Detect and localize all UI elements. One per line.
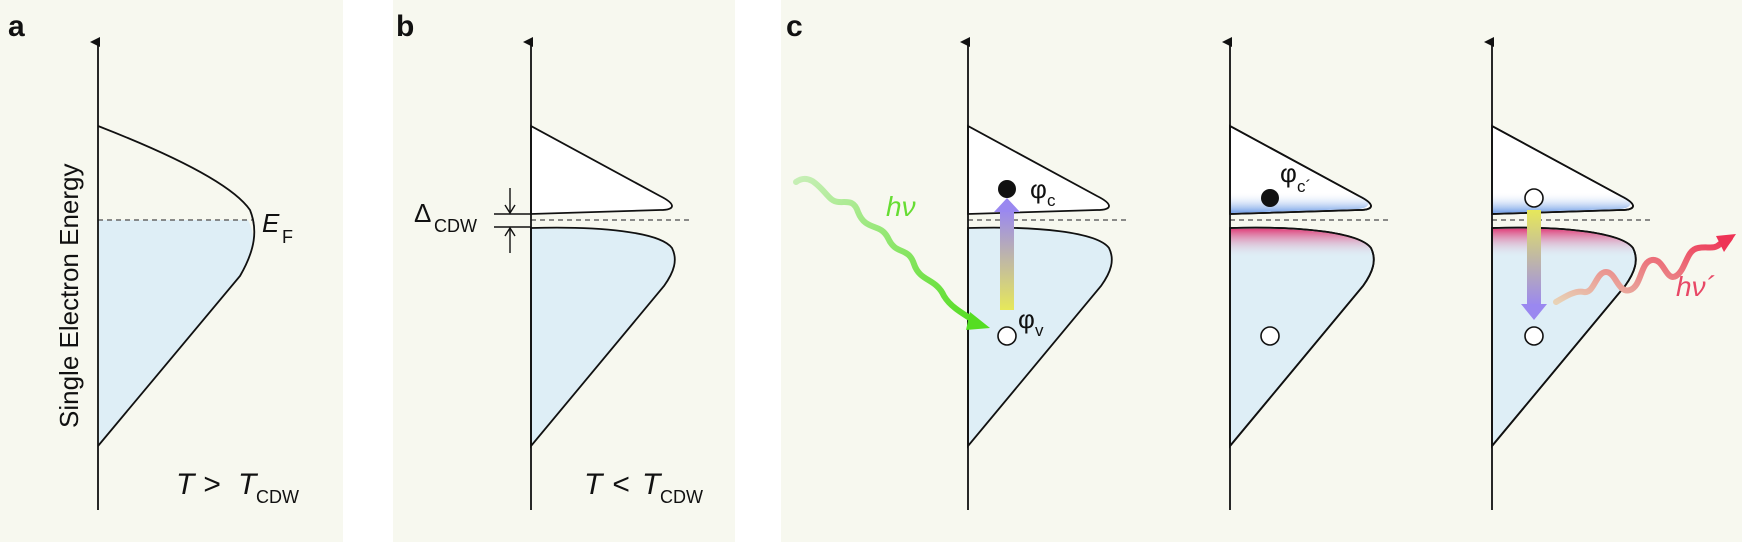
panel-b-valence-band (530, 226, 676, 449)
panel-a-condition-T: T (176, 468, 197, 501)
panel-a-ylabel: Single Electron Energy (54, 164, 84, 428)
panel-b-condition-T2: T (642, 468, 663, 501)
panel-c-stage-1: φ c φ v hν (793, 37, 1126, 510)
phi-v-sub: v (1035, 321, 1044, 340)
panel-a-condition-T2: T (238, 468, 259, 501)
gap-label-sub: CDW (434, 216, 477, 236)
panel-b-condition-T: T (584, 468, 605, 501)
incoming-photon-arrowhead (966, 312, 990, 330)
stage3-valence-outline (1491, 226, 1637, 447)
stage3-pink-band (1493, 228, 1632, 258)
recombination-arrow-shaft (1527, 210, 1541, 306)
hole-stage3-bottom (1524, 326, 1544, 346)
hole-stage2 (1260, 326, 1280, 346)
panel-a-band-curve (97, 125, 256, 447)
hole-stage3-top (1524, 188, 1544, 208)
phi-c2-sub: c´ (1297, 177, 1311, 196)
photon-out-label: hν´ (1676, 271, 1715, 302)
phi-c-label: φ (1030, 174, 1047, 204)
excitation-arrow-head (994, 198, 1020, 212)
stage3-valence-band (1491, 226, 1637, 449)
panel-b: b Δ CDW T < T CDW (396, 10, 703, 510)
panel-a-letter: a (8, 10, 25, 43)
panel-c: c φ c φ v hν (786, 10, 1736, 510)
stage2-pink-band (1231, 228, 1370, 258)
incoming-photon-wave (793, 175, 979, 325)
stage2-conduction-outline (1229, 125, 1372, 215)
panel-a-condition-op: > (195, 468, 229, 501)
excitation-arrow-shaft (1000, 210, 1014, 310)
panel-c-stage-3: hν´ (1484, 37, 1736, 510)
outgoing-photon-wave (1553, 235, 1733, 305)
phi-c-sub: c (1047, 191, 1056, 210)
outgoing-photon-arrowhead (1716, 234, 1736, 252)
electron-stage2 (1261, 189, 1279, 207)
hole-stage1 (997, 326, 1017, 346)
panel-c-stage-2: φ c´ (1222, 37, 1388, 510)
fermi-label: E (262, 208, 280, 238)
panel-a-condition-sub: CDW (256, 487, 299, 507)
panel-b-conduction-band (530, 124, 673, 215)
panel-b-condition-op: < (604, 468, 638, 501)
panel-a-valence-fill (98, 220, 254, 446)
recombination-arrow-head (1521, 304, 1547, 320)
panel-a: a Single Electron Energy E F T > T CDW (8, 10, 299, 510)
stage3-conduction-outline (1491, 125, 1634, 215)
phi-v-label: φ (1018, 304, 1035, 334)
panel-b-condition-sub: CDW (660, 487, 703, 507)
stage2-valence-outline (1229, 226, 1375, 447)
panel-b-letter: b (396, 10, 414, 43)
gap-label: Δ (414, 198, 431, 228)
electron-stage1 (998, 180, 1016, 198)
gap-marker (494, 188, 531, 253)
photon-in-label: hν (886, 191, 916, 222)
stage2-valence-band (1229, 226, 1375, 449)
panel-c-letter: c (786, 10, 803, 43)
fermi-label-sub: F (282, 227, 293, 247)
phi-c2-label: φ (1280, 158, 1297, 188)
